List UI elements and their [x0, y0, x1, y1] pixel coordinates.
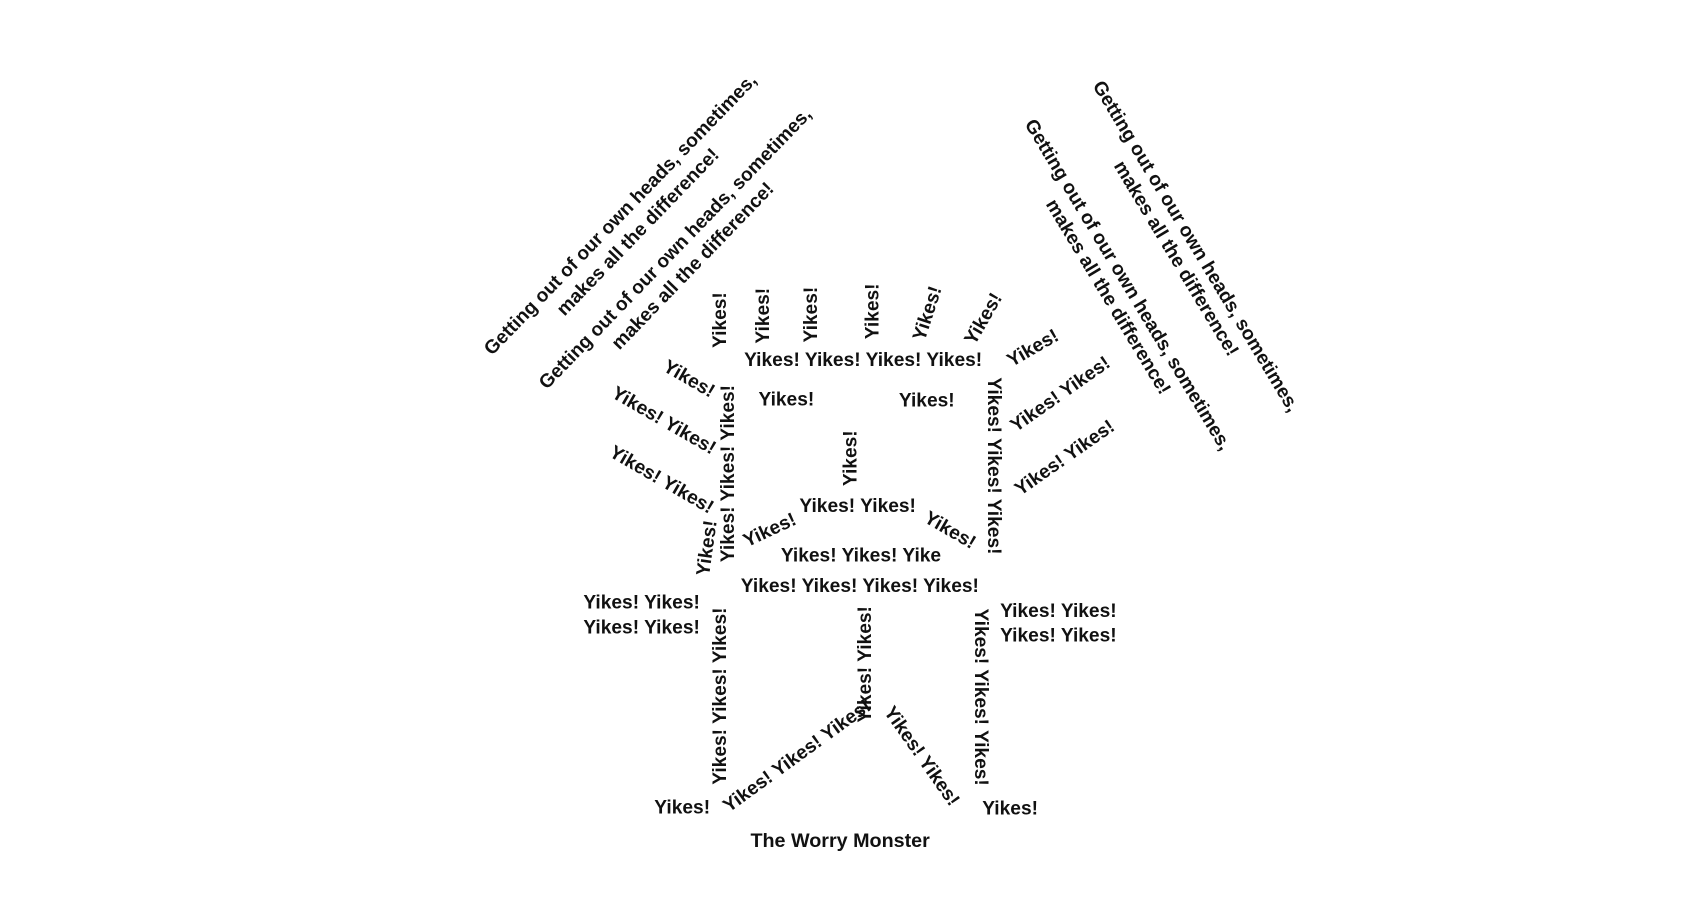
hair-strand: Yikes!	[961, 290, 1007, 349]
right-foot: Yikes!	[982, 799, 1038, 820]
body-left-side: Yikes! Yikes! Yikes!	[710, 607, 731, 784]
monster-left-arms: Yikes! Yikes! Yikes! Yikes! Yikes!	[606, 356, 720, 518]
body-right-side: Yikes! Yikes! Yikes!	[970, 609, 991, 786]
hair-strand: Yikes!	[710, 292, 731, 348]
monster-right-arms: Yikes! Yikes! Yikes! Yikes! Yikes!	[1004, 326, 1119, 501]
hair-strand: Yikes!	[909, 284, 946, 344]
head-bottom: Yikes! Yikes! Yikes! Yikes!	[741, 576, 979, 597]
right-leg: Yikes! Yikes!	[879, 703, 963, 810]
hair-strand: Yikes!	[801, 287, 822, 343]
left-hand: Yikes! Yikes!	[583, 618, 700, 639]
head-top: Yikes! Yikes! Yikes! Yikes!	[744, 350, 982, 371]
head-left-side: Yikes! Yikes! Yikes!	[718, 385, 739, 562]
right-hand: Yikes! Yikes!	[1000, 601, 1117, 622]
quote-right-1: Getting out of our own heads, sometimes,…	[1088, 77, 1303, 416]
left-foot: Yikes!	[654, 797, 710, 818]
left-arm: Yikes!	[659, 356, 718, 402]
right-hand: Yikes! Yikes!	[1000, 625, 1117, 646]
mouth-lower: Yikes! Yikes! Yike	[781, 545, 941, 566]
monster-body: Yikes! Yikes! Yikes! Yikes! Yikes! Yikes…	[583, 519, 1116, 786]
title: The Worry Monster	[750, 830, 930, 852]
monster-hair: Yikes! Yikes! Yikes! Yikes! Yikes! Yikes…	[710, 283, 1007, 348]
neck-left: Yikes!	[693, 519, 722, 577]
hair-strand: Yikes!	[753, 288, 774, 344]
right-arm: Yikes!	[1004, 326, 1063, 372]
left-hand: Yikes! Yikes!	[583, 592, 700, 613]
middle-leg: Yikes! Yikes!	[855, 606, 876, 723]
monster-head: Yikes! Yikes! Yikes! Yikes! Yikes! Yikes…	[718, 350, 1004, 597]
right-eye: Yikes!	[899, 391, 955, 412]
left-leg: Yikes! Yikes! Yikes!	[719, 696, 875, 817]
quote-line1: Getting out of our own heads, sometimes,	[1088, 77, 1303, 416]
mouth-upper: Yikes! Yikes!	[799, 496, 916, 517]
hair-strand: Yikes!	[863, 283, 884, 339]
nose: Yikes!	[841, 430, 862, 486]
left-eye: Yikes!	[758, 390, 814, 411]
head-right-side: Yikes! Yikes! Yikes!	[983, 377, 1004, 554]
